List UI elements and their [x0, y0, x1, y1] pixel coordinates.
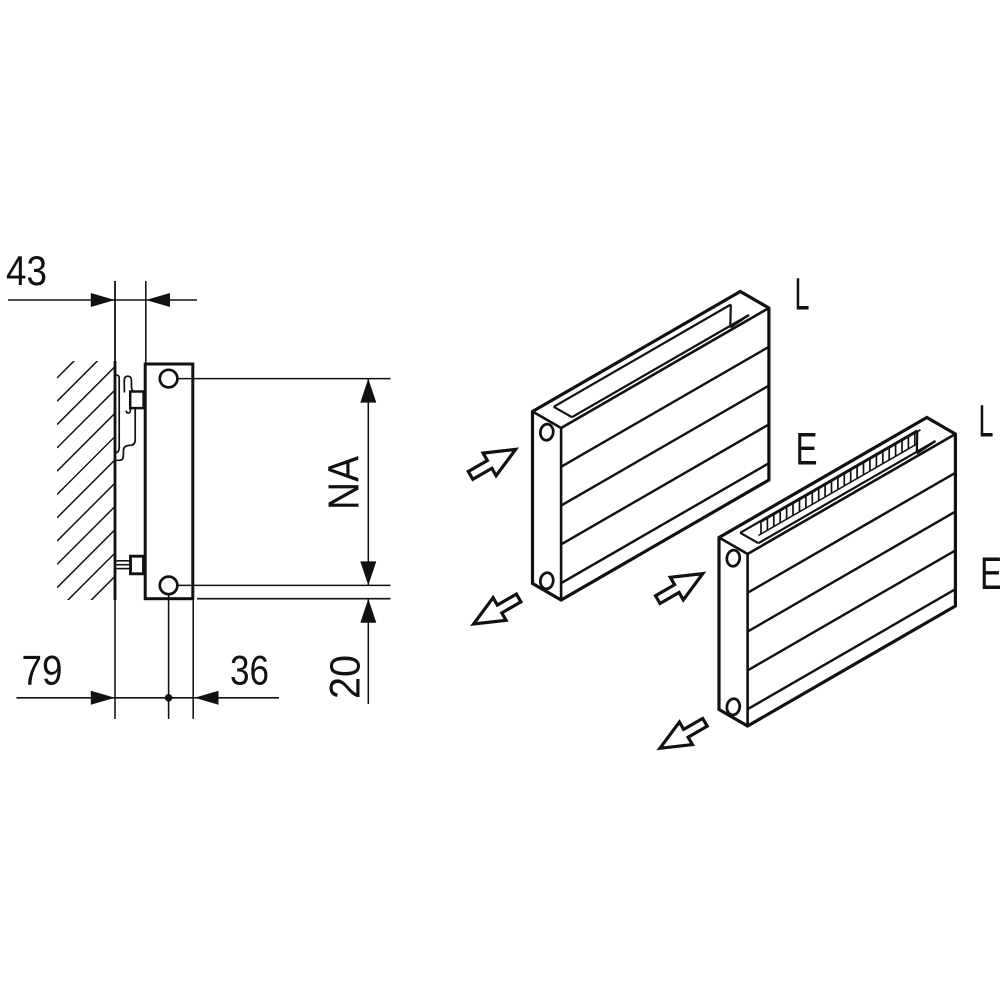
- svg-text:79: 79: [22, 647, 63, 694]
- svg-text:20: 20: [321, 655, 369, 699]
- svg-text:L: L: [795, 269, 810, 320]
- svg-text:NA: NA: [320, 455, 369, 510]
- svg-text:E: E: [980, 548, 1000, 599]
- svg-text:36: 36: [230, 647, 269, 694]
- svg-text:43: 43: [6, 247, 47, 294]
- svg-text:L: L: [979, 396, 994, 447]
- svg-text:E: E: [796, 424, 818, 475]
